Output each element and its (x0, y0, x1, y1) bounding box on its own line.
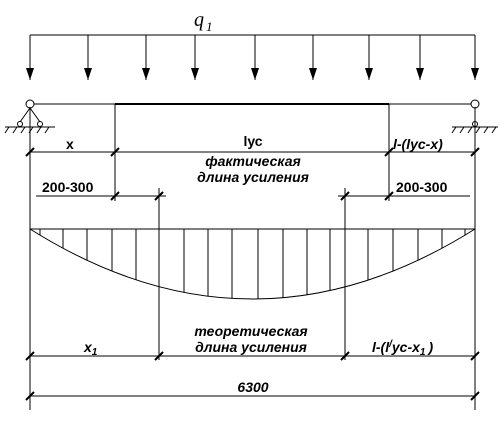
tick (154, 191, 164, 201)
tick (110, 147, 120, 157)
label-offset-right: 200-300 (396, 179, 448, 195)
label-right-offset-actual: l-(lус-x) (393, 136, 443, 152)
tick (25, 351, 35, 361)
total-span-dimension: 6300 (25, 379, 480, 401)
label-offset-left: 200-300 (42, 179, 94, 195)
right-support (451, 99, 498, 134)
moment-parabola (29, 228, 476, 300)
tick (110, 191, 120, 201)
tick (470, 351, 480, 361)
load-arrows (26, 35, 479, 80)
label-actual-line1: фактическая (205, 153, 300, 169)
label-total-span: 6300 (237, 379, 268, 395)
tick (25, 147, 35, 157)
tick (154, 351, 164, 361)
left-hinge-b (37, 121, 43, 127)
load-arrow-head (84, 68, 92, 80)
right-hinge-top (470, 99, 480, 109)
left-hinge-top (25, 99, 35, 109)
moment-diagram (29, 228, 476, 300)
left-ground-hatch (4, 126, 50, 134)
label-actual-line2: длина усиления (197, 169, 309, 185)
tick (384, 191, 394, 201)
left-support-strut-a (19, 107, 31, 123)
load-symbol: q (194, 9, 204, 31)
distributed-load: q 1 (26, 9, 479, 80)
left-hinge-a (17, 121, 23, 127)
actual-length-dimension: x lус фактическая длина усиления l-(lус-… (25, 107, 480, 410)
tick (470, 391, 480, 401)
tick (25, 391, 35, 401)
moment-hatching (39, 229, 466, 299)
load-arrow-head (142, 68, 150, 80)
tick (340, 191, 350, 201)
tick (470, 147, 480, 157)
load-arrow-head (471, 68, 479, 80)
offset-dimensions: 200-300 200-300 (36, 179, 470, 360)
label-l-us: lус (243, 133, 262, 149)
label-theoretical-line1: теоретическая (194, 323, 307, 339)
label-x1: x1 (83, 339, 98, 358)
load-arrow-head (416, 68, 424, 80)
label-x: x (66, 136, 74, 152)
left-support (4, 99, 55, 134)
load-arrow-head (191, 68, 199, 80)
load-subscript: 1 (206, 19, 213, 34)
load-arrow-head (26, 68, 34, 80)
label-right-offset-theoretical: l-(l/ус-x1) (372, 339, 433, 358)
load-arrow-head (309, 68, 317, 80)
load-arrow-head (365, 68, 373, 80)
tick (340, 351, 350, 361)
left-support-strut-b (29, 107, 41, 123)
right-ground-hatch (451, 126, 497, 134)
label-theoretical-line2: длина усиления (195, 339, 307, 355)
theoretical-length-dimension: теоретическая длина усиления x1 l-(l/ус-… (25, 323, 480, 361)
tick (384, 147, 394, 157)
load-arrow-head (251, 68, 259, 80)
